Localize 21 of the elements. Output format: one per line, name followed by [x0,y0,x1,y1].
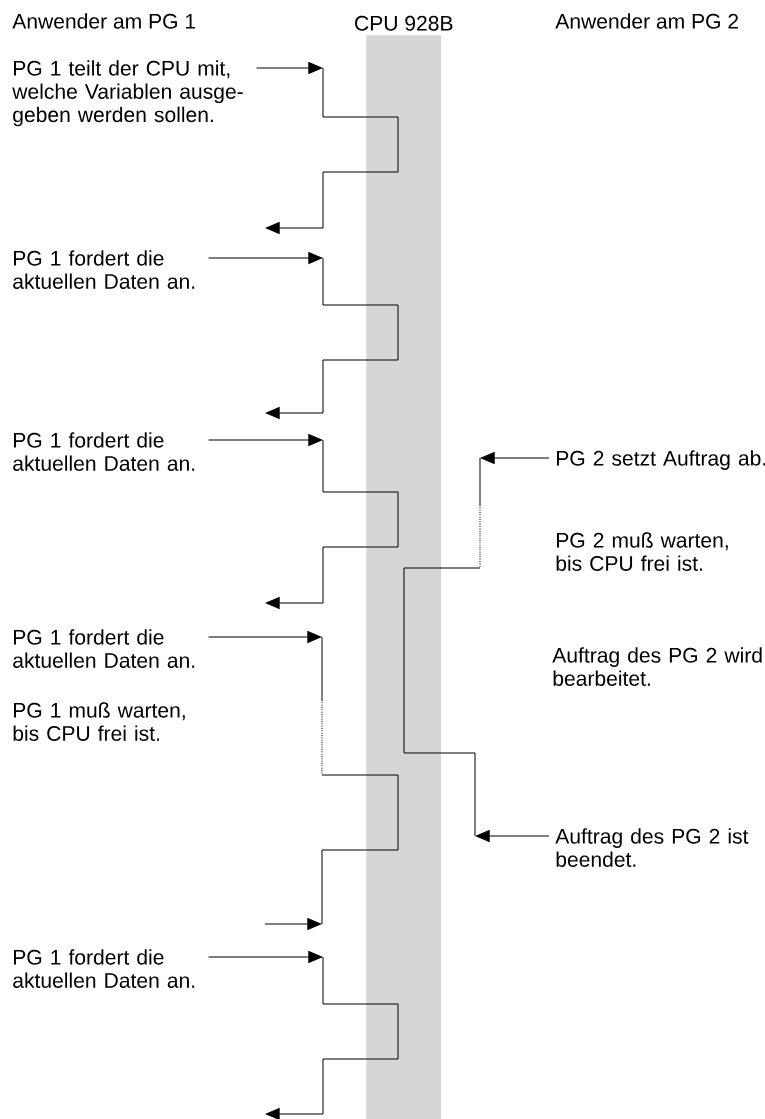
step-text: PG 1 fordert die aktuellen Daten an. [13,432,195,471]
column-header: Anwender am PG 2 [555,13,738,29]
node-label: CPU 928B [355,15,453,31]
step-text: Auftrag des PG 2 ist beendet. [555,828,749,867]
note-text: PG 2 muß warten, bis CPU frei ist. [556,532,728,571]
arrow [208,951,399,1119]
step-text: PG 1 fordert die aktuellen Daten an. [13,949,195,988]
column-header: Anwender am PG 1 [12,13,196,29]
arrow [208,252,399,419]
arrow [256,62,399,234]
arrow [480,452,550,464]
step-text: PG 1 fordert die aktuellen Daten an. [13,250,195,289]
step-text: PG 1 fordert die aktuellen Daten an. [13,629,195,668]
arrow [475,830,550,842]
note-text: Auftrag des PG 2 wird bearbeitet. [552,647,762,686]
shaded-column: CPU 928B [355,15,453,1119]
step-text: PG 1 teilt der CPU mit, welche Variablen ausge-geben werden sollen. [12,60,243,127]
step-text: PG 2 setzt Auftrag ab. [557,450,765,470]
arrow [208,631,322,643]
arrow [208,434,399,609]
note-text: PG 1 muß warten, bis CPU frei ist. [13,702,185,741]
